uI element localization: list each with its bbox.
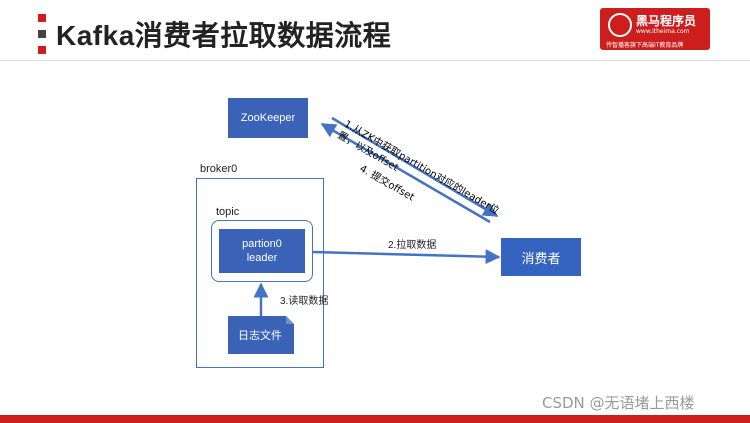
logo-slogan: 传智播客旗下高端IT教育品牌: [606, 42, 684, 49]
title-marker: [38, 14, 46, 54]
step2-arrow: [312, 249, 501, 265]
log-file-label: 日志文件: [238, 328, 282, 342]
logo-url: www.itheima.com: [636, 28, 690, 35]
step3-label: 3.读取数据: [280, 296, 329, 307]
watermark: CSDN @无语堵上西楼: [542, 394, 695, 412]
partition-label: partion0: [242, 238, 282, 250]
title-bar: Kafka消费者拉取数据流程: [38, 14, 391, 54]
step1-arrow: [331, 116, 499, 218]
log-file-node: 日志文件: [228, 316, 294, 358]
brand-logo: 黑马程序员 www.itheima.com 传智播客旗下高端IT教育品牌: [600, 8, 710, 50]
partition-leader-node: partion0 leader: [219, 229, 305, 273]
zookeeper-node: ZooKeeper: [228, 98, 308, 138]
topic-label: topic: [216, 206, 240, 218]
topic-box: [211, 220, 313, 282]
header-divider: [0, 60, 750, 61]
horse-logo-icon: [608, 13, 632, 37]
document-icon: 日志文件: [228, 316, 294, 354]
leader-label: leader: [246, 252, 278, 264]
step2-label: 2.拉取数据: [388, 240, 437, 251]
page-title: Kafka消费者拉取数据流程: [56, 20, 392, 51]
consumer-node: 消费者: [501, 238, 581, 276]
step4-arrow: [320, 122, 491, 224]
broker-box: [196, 178, 324, 368]
logo-name: 黑马程序员: [636, 14, 697, 28]
broker-label: broker0: [200, 163, 238, 175]
